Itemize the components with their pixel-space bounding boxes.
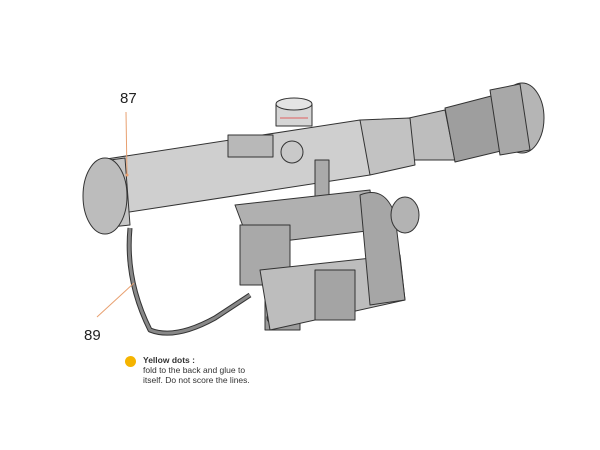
side-turret [280,140,304,164]
note-body: fold to the back and glue to itself. Do … [143,365,250,385]
instruction-note: Yellow dots : fold to the back and glue … [143,355,263,385]
part-label-87: 87 [120,90,137,107]
note-title: Yellow dots : [143,355,195,365]
part-label-89: 89 [84,327,101,344]
strap [126,227,252,336]
leader-line-89 [96,282,135,318]
leader-line-87 [125,111,128,176]
yellow-dot-icon [125,356,136,367]
objective-lens [82,157,128,235]
